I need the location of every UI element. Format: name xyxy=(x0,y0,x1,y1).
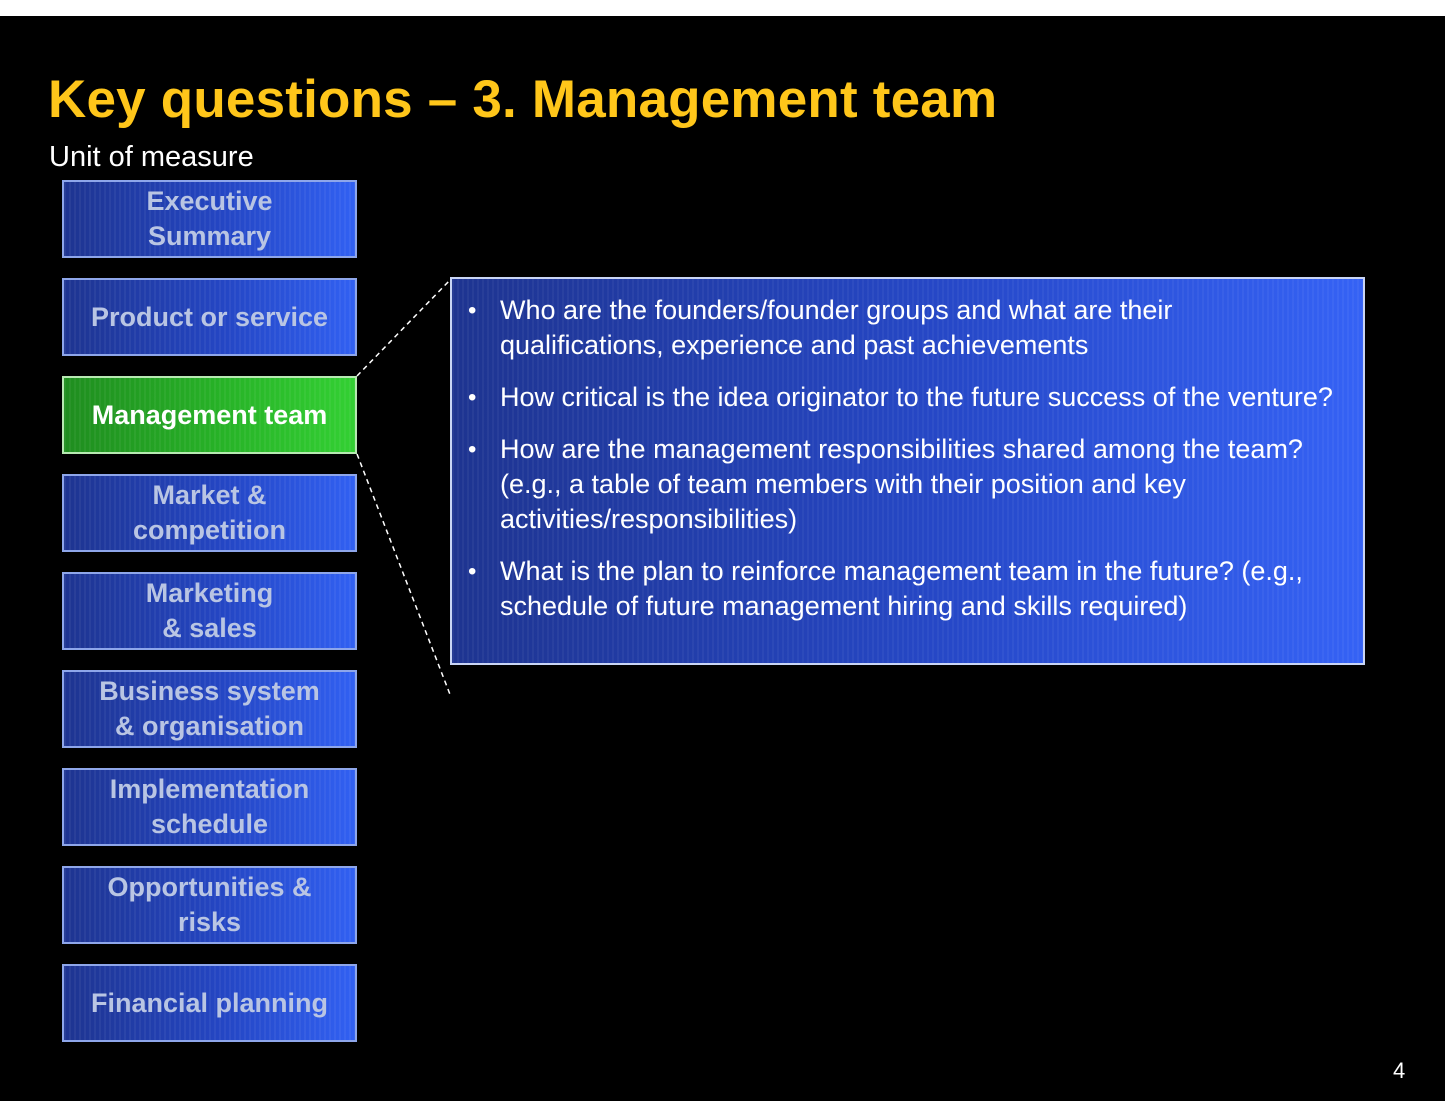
slide: Key questions – 3. Management team Unit … xyxy=(0,16,1445,1101)
bullet-icon: • xyxy=(468,436,477,463)
connector-line-top xyxy=(356,278,452,377)
bullet-icon: • xyxy=(468,297,477,324)
nav-item-product-or-service[interactable]: Product or service xyxy=(62,278,357,356)
page-subtitle: Unit of measure xyxy=(49,141,254,173)
question-list: • Who are the founders/founder groups an… xyxy=(462,293,1333,624)
nav-item-implementation-schedule[interactable]: Implementation schedule xyxy=(62,768,357,846)
page-title: Key questions – 3. Management team xyxy=(48,70,998,129)
nav-item-financial-planning[interactable]: Financial planning xyxy=(62,964,357,1042)
bullet-icon: • xyxy=(468,384,477,411)
page-number: 4 xyxy=(1393,1058,1406,1083)
nav-item-executive-summary[interactable]: Executive Summary xyxy=(62,180,357,258)
nav-item-management-team[interactable]: Management team xyxy=(62,376,357,454)
nav-item-business-system[interactable]: Business system & organisation xyxy=(62,670,357,748)
callout-connector xyxy=(356,278,452,698)
nav-item-marketing-sales[interactable]: Marketing & sales xyxy=(62,572,357,650)
bullet-icon: • xyxy=(468,558,477,585)
question-text: How critical is the idea originator to t… xyxy=(500,382,1333,412)
question-text: What is the plan to reinforce management… xyxy=(500,556,1303,621)
question-item: • Who are the founders/founder groups an… xyxy=(462,293,1333,363)
question-item: • How are the management responsibilitie… xyxy=(462,432,1333,537)
nav-item-opportunities-risks[interactable]: Opportunities & risks xyxy=(62,866,357,944)
question-text: How are the management responsibilities … xyxy=(500,434,1303,534)
question-text: Who are the founders/founder groups and … xyxy=(500,295,1173,360)
connector-line-bottom xyxy=(356,453,452,698)
question-item: • How critical is the idea originator to… xyxy=(462,380,1333,415)
questions-panel: • Who are the founders/founder groups an… xyxy=(450,277,1365,665)
nav-item-market-competition[interactable]: Market & competition xyxy=(62,474,357,552)
question-item: • What is the plan to reinforce manageme… xyxy=(462,554,1333,624)
